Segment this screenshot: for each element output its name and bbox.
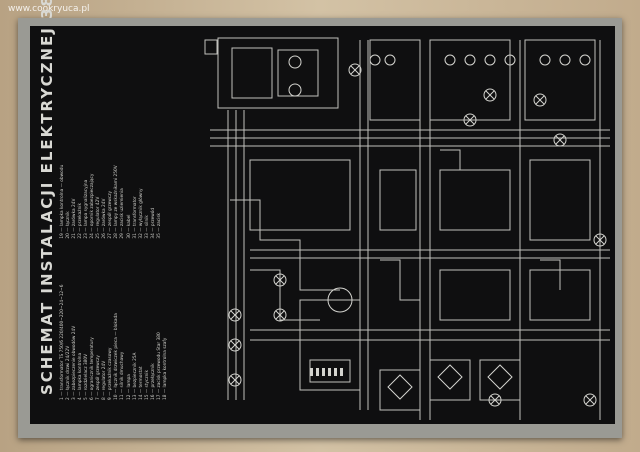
legend-item: 18 — lampka kontrolna szafy bbox=[162, 337, 168, 400]
legend-item: 35 — zacisk bbox=[156, 212, 162, 239]
diagram-block-top-left bbox=[217, 37, 339, 109]
legend-list: 1 — transformator TS 750/6 220/400~220~2… bbox=[60, 70, 169, 400]
diagram-block-middle bbox=[249, 159, 351, 231]
legend-column-left: 1 — transformator TS 750/6 220/400~220~2… bbox=[60, 240, 169, 401]
watermark-text: www.cookryuca.pl bbox=[8, 4, 90, 14]
legend-column-right: 19 — lampka kontrolna — obwodu 20 — łącz… bbox=[60, 79, 163, 239]
plate-title: SCHEMAT INSTALACJI ELEKTRYCZNEJ 380|220|… bbox=[38, 0, 56, 395]
black-panel bbox=[30, 26, 615, 424]
